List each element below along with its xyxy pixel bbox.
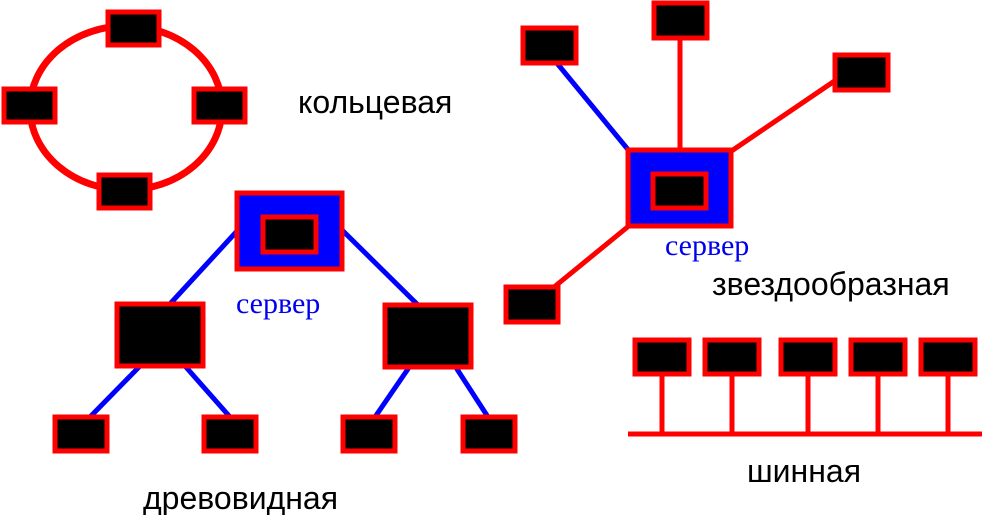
tree-server <box>234 190 345 272</box>
tree-link <box>340 228 420 307</box>
star-node-bottom-left <box>503 284 561 325</box>
bus-topology <box>628 337 982 437</box>
bus-node <box>778 337 838 377</box>
star-server-label: сервер <box>665 229 750 262</box>
tree-leaf-node <box>52 414 110 454</box>
star-server-node <box>650 171 709 211</box>
ring-node-bottom <box>96 172 153 211</box>
tree-link <box>372 364 413 419</box>
tree-label: древовидная <box>143 480 339 515</box>
tree-leaf-node <box>460 414 518 454</box>
bus-node <box>702 337 762 377</box>
star-topology <box>503 0 891 325</box>
ring-node-right <box>191 86 248 125</box>
tree-leaf-node <box>201 414 259 454</box>
star-link <box>554 60 632 154</box>
tree-topology <box>52 190 518 454</box>
ring-node-top <box>105 9 162 48</box>
tree-hub-left <box>114 301 206 369</box>
tree-leaf-node <box>340 414 398 454</box>
star-label: звездообразная <box>712 266 950 302</box>
ring-node-left <box>1 86 58 125</box>
ring-label: кольцевая <box>298 84 453 120</box>
tree-link <box>452 364 491 419</box>
bus-node <box>848 337 908 377</box>
star-node-upper-left <box>520 25 579 66</box>
bus-label: шинная <box>747 453 862 489</box>
ring-topology <box>1 9 248 211</box>
tree-server-label: сервер <box>236 287 321 320</box>
star-node-top <box>651 0 710 41</box>
bus-node <box>632 337 692 377</box>
star-link <box>728 77 838 155</box>
tree-link <box>167 228 240 307</box>
star-node-right <box>832 52 891 93</box>
tree-link <box>183 364 232 419</box>
tree-hub-right <box>382 302 474 370</box>
tree-link <box>88 364 142 419</box>
bus-node <box>918 337 978 377</box>
star-link <box>546 223 632 294</box>
tree-server-node <box>260 214 319 255</box>
